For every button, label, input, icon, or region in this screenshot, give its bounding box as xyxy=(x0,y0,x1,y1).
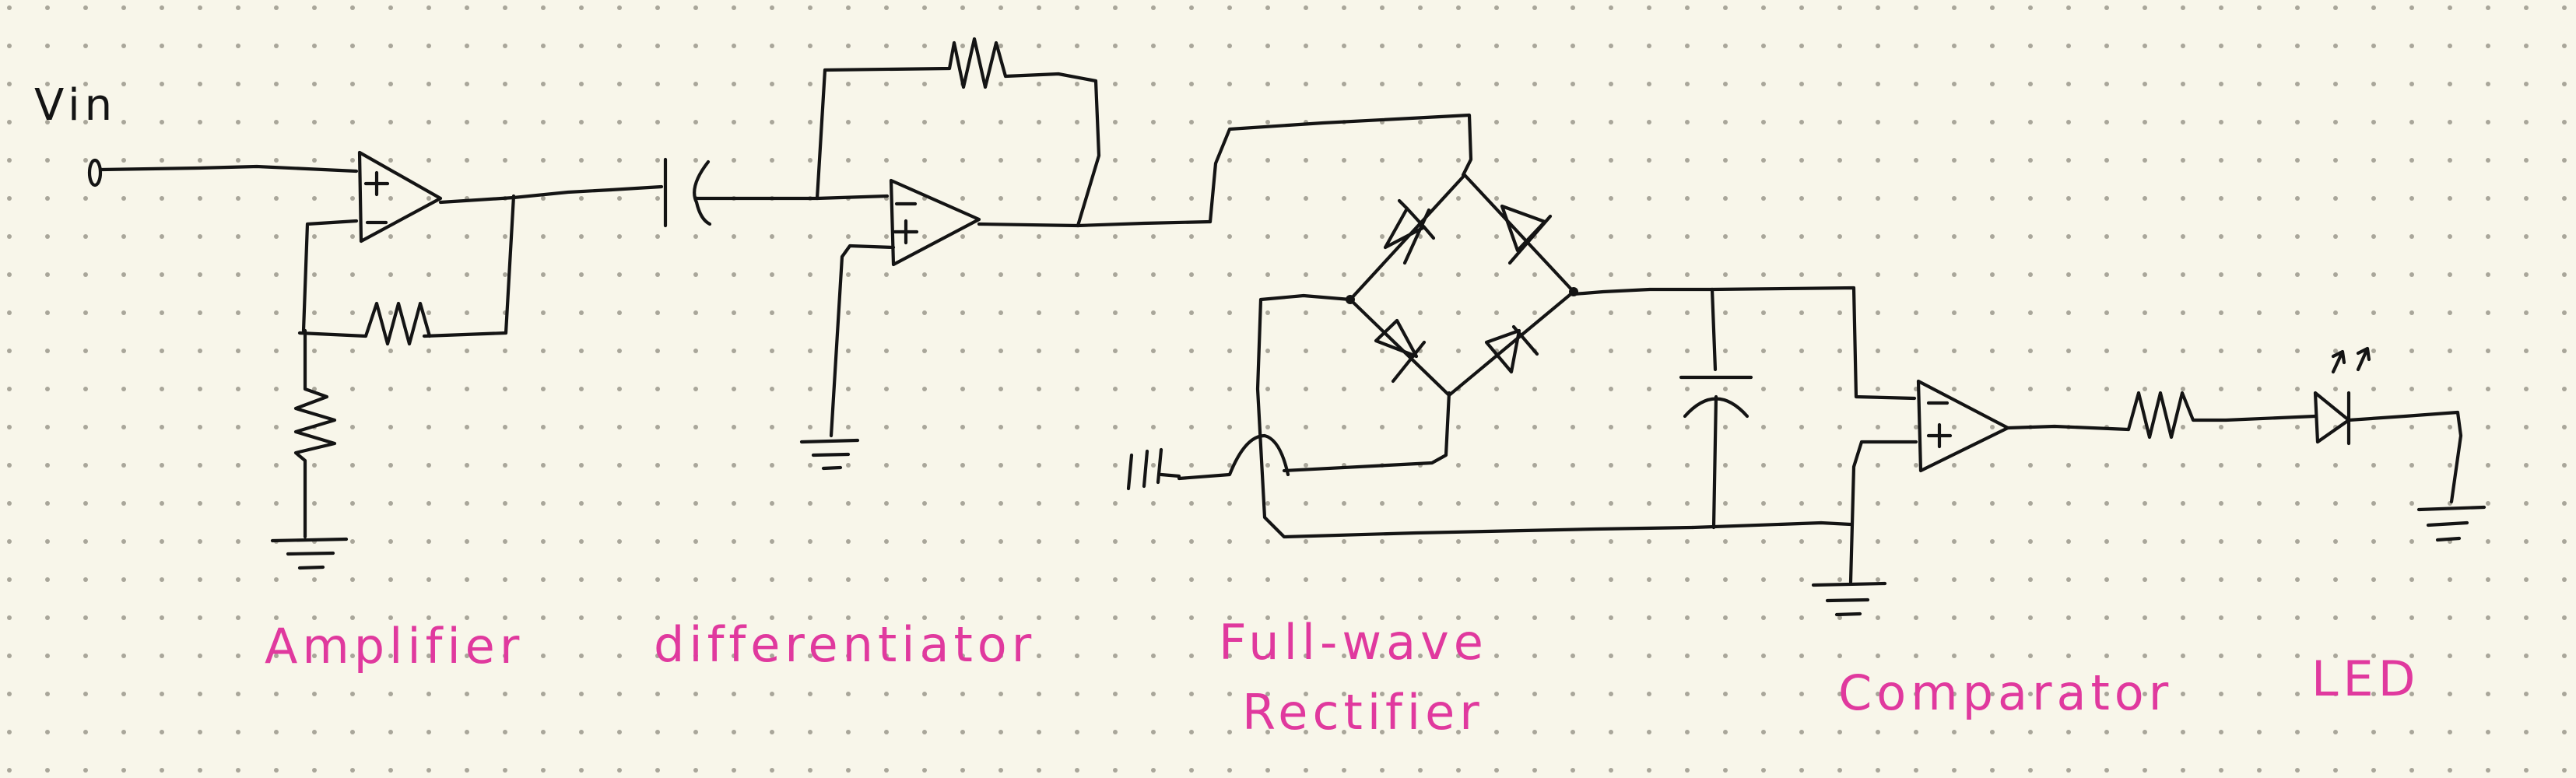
rectifier-wires xyxy=(1177,113,1714,539)
differentiator-feedback-resistor xyxy=(815,37,1101,228)
differentiator-label: differentiator xyxy=(654,616,1037,673)
input-terminal xyxy=(87,158,359,187)
bridge-diodes xyxy=(1346,173,1578,398)
amplifier-wires xyxy=(301,187,613,338)
ground-symbol-amplifier xyxy=(270,537,349,570)
ground-symbol-led xyxy=(2416,505,2487,542)
input-capacitor xyxy=(609,157,890,228)
ac-source-terminal xyxy=(1126,447,1181,491)
comparator-label: Comparator xyxy=(1838,664,2174,721)
led-label: LED xyxy=(2311,650,2420,707)
comparator-wires xyxy=(1690,424,2131,584)
ground-resistor-amplifier xyxy=(293,328,337,539)
dot-grid xyxy=(7,5,2567,773)
amplifier-label: Amplifier xyxy=(265,618,525,675)
comparator-opamp xyxy=(1916,379,2010,473)
led-current-resistor xyxy=(2126,391,2318,440)
differentiator-opamp xyxy=(889,178,981,267)
differentiator-wires xyxy=(829,219,1213,438)
rectifier-label-line2: Rectifier xyxy=(1242,684,1484,741)
led-diode xyxy=(2313,346,2371,446)
filter-capacitor xyxy=(1679,286,1917,530)
input-label: Vin xyxy=(34,80,118,131)
ground-symbol-differentiator xyxy=(799,438,860,471)
feedback-resistor-amplifier xyxy=(297,301,432,346)
rectifier-label-line1: Full-wave xyxy=(1219,614,1488,671)
ground-symbol-comparator xyxy=(1811,581,1887,617)
led-wires xyxy=(2346,410,2463,504)
amplifier-opamp xyxy=(357,150,443,244)
